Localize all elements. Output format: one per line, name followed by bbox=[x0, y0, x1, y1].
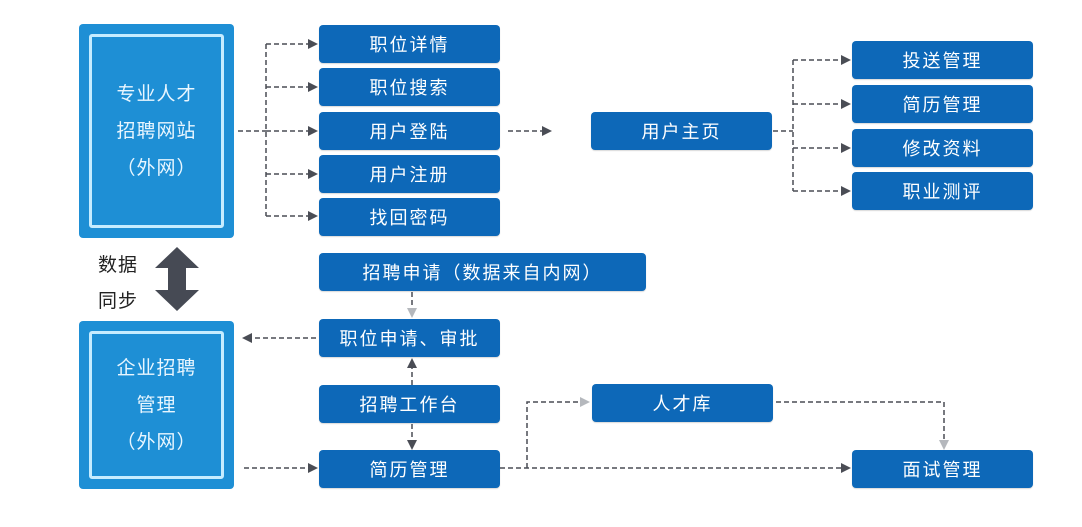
node-delivery-mgmt[interactable]: 投送管理 bbox=[852, 41, 1033, 79]
node-password-recovery[interactable]: 找回密码 bbox=[319, 198, 500, 236]
external-site-inner-frame: 专业人才 招聘网站 （外网） bbox=[89, 34, 224, 228]
data-sync-arrow-icon bbox=[155, 247, 199, 311]
node-position-search[interactable]: 职位搜索 bbox=[319, 68, 500, 106]
node-recruit-workbench[interactable]: 招聘工作台 bbox=[319, 385, 500, 423]
node-user-resume-mgmt[interactable]: 简历管理 bbox=[852, 85, 1033, 123]
external-recruitment-site-box: 专业人才 招聘网站 （外网） bbox=[79, 24, 234, 238]
node-career-assessment[interactable]: 职业测评 bbox=[852, 172, 1033, 210]
node-user-home[interactable]: 用户主页 bbox=[591, 112, 772, 150]
node-position-approval[interactable]: 职位申请、审批 bbox=[319, 319, 500, 357]
connector-talent-pool-to-interview bbox=[776, 401, 949, 450]
external-site-label-line-3: （外网） bbox=[116, 156, 197, 179]
connector-resume-to-talent-pool bbox=[526, 397, 590, 468]
node-enterprise-resume-mgmt[interactable]: 简历管理 bbox=[319, 450, 500, 488]
node-user-login[interactable]: 用户登陆 bbox=[319, 112, 500, 150]
external-site-label-line-1: 专业人才 bbox=[116, 82, 197, 105]
node-recruit-apply[interactable]: 招聘申请（数据来自内网） bbox=[319, 253, 646, 291]
node-edit-profile[interactable]: 修改资料 bbox=[852, 129, 1033, 167]
node-interview-mgmt[interactable]: 面试管理 bbox=[852, 450, 1033, 488]
enterprise-recruitment-box: 企业招聘 管理 （外网） bbox=[79, 321, 234, 489]
sync-label-line-1: 数据 bbox=[98, 254, 139, 276]
node-user-register[interactable]: 用户注册 bbox=[319, 155, 500, 193]
node-talent-pool[interactable]: 人才库 bbox=[592, 384, 773, 422]
enterprise-inner-frame: 企业招聘 管理 （外网） bbox=[89, 331, 224, 479]
node-position-detail[interactable]: 职位详情 bbox=[319, 25, 500, 63]
enterprise-label-line-1: 企业招聘 bbox=[116, 356, 197, 379]
enterprise-label-line-3: （外网） bbox=[116, 430, 197, 453]
enterprise-label-line-2: 管理 bbox=[136, 393, 177, 416]
sync-label-line-2: 同步 bbox=[98, 290, 139, 312]
external-site-label-line-2: 招聘网站 bbox=[116, 119, 197, 142]
